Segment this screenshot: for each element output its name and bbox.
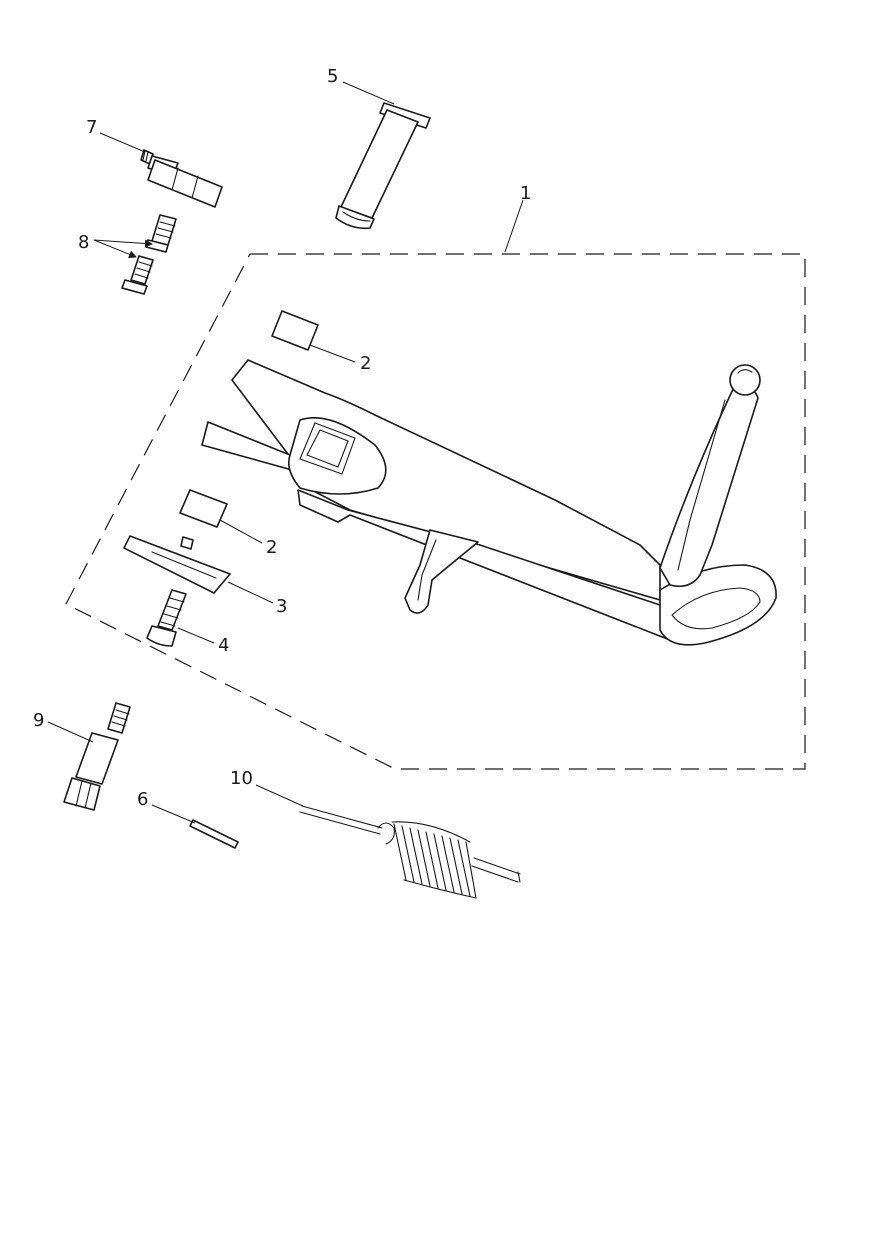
callout-7: 7 (86, 117, 97, 138)
callout-2-upper: 2 (360, 353, 371, 374)
leader-9 (47, 721, 94, 743)
leader-2-upper (309, 344, 356, 363)
part-6-split-pin[interactable] (189, 819, 239, 849)
part-2-pad-upper[interactable] (271, 310, 319, 351)
callout-6: 6 (137, 789, 148, 810)
leader-5 (342, 81, 395, 105)
leader-3 (227, 581, 274, 604)
leader-10 (255, 784, 304, 807)
part-8-switch-screw-lower[interactable] (121, 255, 154, 295)
callout-10: 10 (230, 768, 253, 789)
part-8-switch-screw-upper[interactable] (145, 214, 177, 253)
part-9-pivot-pin[interactable] (63, 702, 131, 811)
leader-7 (99, 132, 146, 153)
part-1-side-stand[interactable] (201, 359, 777, 646)
part-2-pad-lower[interactable] (179, 489, 228, 528)
part-3-bracket[interactable] (123, 535, 231, 594)
leader-8-b (93, 239, 137, 259)
leader-4 (177, 627, 215, 644)
leader-2-lower (219, 519, 263, 544)
callout-5: 5 (327, 66, 338, 87)
part-5-pivot-bolt[interactable] (335, 102, 431, 230)
part-7-sidestand-switch[interactable] (140, 149, 223, 208)
callout-1: 1 (520, 183, 531, 204)
kit-boundary-dashed (65, 253, 806, 770)
leader-1 (504, 199, 524, 253)
callout-8: 8 (78, 232, 89, 253)
callout-2-lower: 2 (266, 537, 277, 558)
callout-3: 3 (276, 596, 287, 617)
callout-4: 4 (218, 635, 229, 656)
part-4-bolt[interactable] (146, 589, 187, 647)
callout-9: 9 (33, 710, 44, 731)
leader-6 (151, 804, 196, 824)
part-10-return-spring[interactable] (299, 805, 521, 899)
leader-8-a (93, 239, 153, 248)
